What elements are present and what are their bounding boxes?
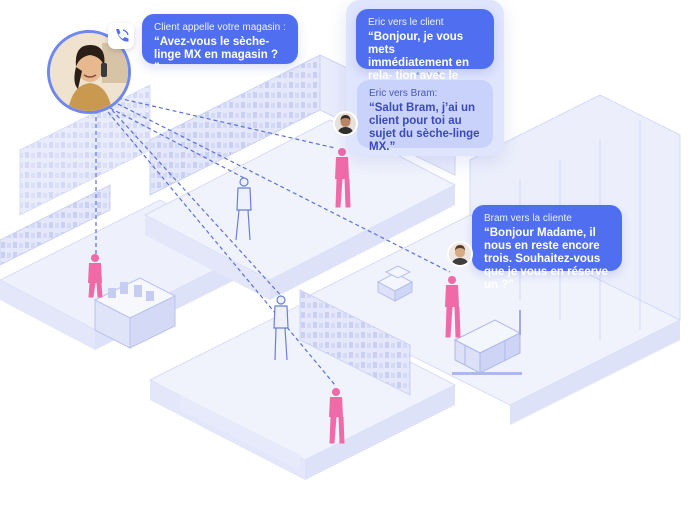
staff-bram: [445, 276, 461, 338]
bram-client-message: “Bonjour Madame, il nous en reste encore…: [484, 227, 609, 291]
stacked-boxes: [376, 265, 414, 302]
eric-avatar: [333, 111, 358, 136]
eric-to-client-bubble: Eric vers le client “Bonjour, je vous me…: [356, 9, 494, 95]
display-table: [93, 277, 177, 349]
bram-client-speaker: Bram vers la cliente: [484, 213, 572, 224]
customer-avatar: [47, 30, 131, 114]
phone-icon: [116, 29, 129, 42]
staff-left: [88, 254, 103, 298]
shopper-aisle: [273, 295, 289, 361]
client-bubble-message: “Avez-vous le sèche-linge MX en magasin …: [154, 36, 278, 74]
shopper-center: [235, 177, 252, 241]
client-bubble-speaker: Client appelle votre magasin :: [154, 22, 286, 33]
client-call-bubble: Client appelle votre magasin : “Avez-vou…: [142, 14, 298, 74]
bram-portrait-icon: [449, 243, 471, 265]
eric-client-speaker: Eric vers le client: [368, 17, 444, 28]
staff-bottom: [329, 388, 345, 444]
eric-to-bram-bubble: Eric vers Bram: “Salut Bram, j’ai un cli…: [357, 80, 493, 153]
eric-portrait-icon: [335, 113, 356, 134]
floor-bottom: [148, 289, 457, 480]
bram-avatar: [447, 241, 473, 267]
connection-lines: [95, 97, 451, 386]
line-to-staff-bottom: [107, 111, 336, 386]
line-to-eric: [117, 97, 336, 149]
eric-bram-speaker: Eric vers Bram:: [369, 88, 438, 99]
phone-badge: [108, 23, 134, 49]
panel-dots: • • •: [416, 69, 443, 80]
pallet-cart: [452, 310, 522, 375]
staff-eric: [335, 148, 351, 208]
bram-to-client-bubble: Bram vers la cliente “Bonjour Madame, il…: [472, 205, 622, 291]
eric-bram-message: “Salut Bram, j’ai un client pour toi au …: [369, 102, 480, 153]
line-to-staff-center: [109, 107, 249, 181]
line-to-bram: [117, 103, 451, 273]
line-to-staff-aisle: [111, 109, 286, 301]
